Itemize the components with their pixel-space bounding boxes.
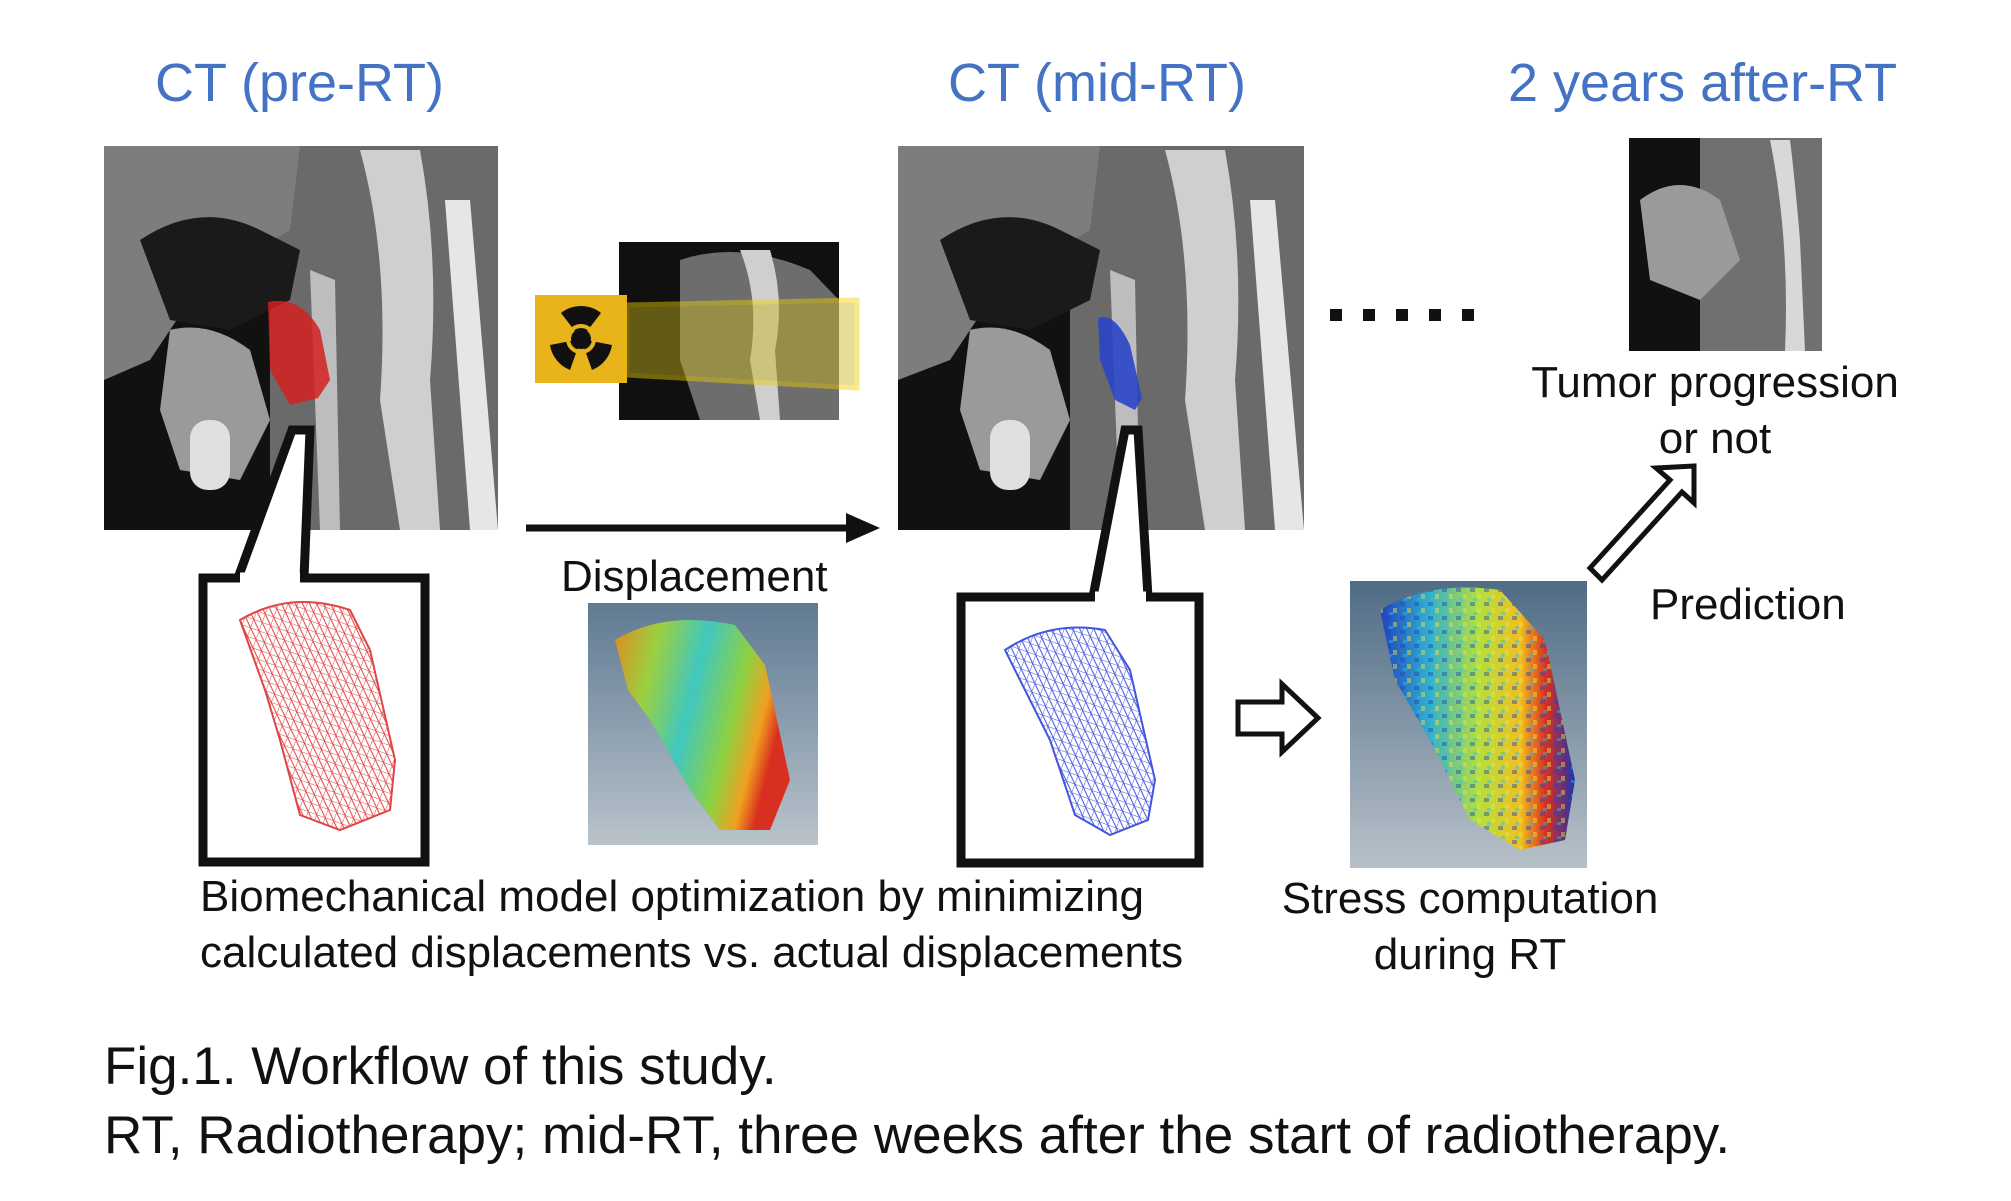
hollow-arrow-right [1235,678,1322,758]
title-2-years-after-rt: 2 years after-RT [1508,53,1898,113]
displacement-label: Displacement [561,552,828,601]
displacement-model-image [588,603,818,845]
hollow-arrow-prediction [1586,463,1697,584]
figure-caption-line2: RT, Radiotherapy; mid-RT, three weeks af… [104,1106,1731,1165]
title-ct-pre-rt: CT (pre-RT) [155,53,445,113]
title-ct-mid-rt: CT (mid-RT) [948,53,1246,113]
ct-after-rt-image [1629,138,1822,351]
pre-rt-mesh-callout [198,425,430,867]
mid-rt-mesh-callout [956,425,1204,868]
figure-caption-line1: Fig.1. Workflow of this study. [104,1037,777,1096]
radiation-treatment-image [535,242,860,420]
prediction-label: Prediction [1650,580,1846,629]
tumor-progression-label-line1: Tumor progression [1531,358,1899,407]
stress-label-line2: during RT [1373,930,1567,979]
ellipsis-dots [1330,309,1474,321]
tumor-progression-label-line2: or not [1658,414,1772,463]
biomech-label-line2: calculated displacements vs. actual disp… [200,928,1184,977]
biomech-label-line1: Biomechanical model optimization by mini… [200,872,1144,921]
displacement-arrow [526,513,880,543]
ct-mid-rt-image [898,146,1304,530]
stress-model-image [1350,581,1587,868]
stress-label-line1: Stress computation [1281,874,1659,923]
